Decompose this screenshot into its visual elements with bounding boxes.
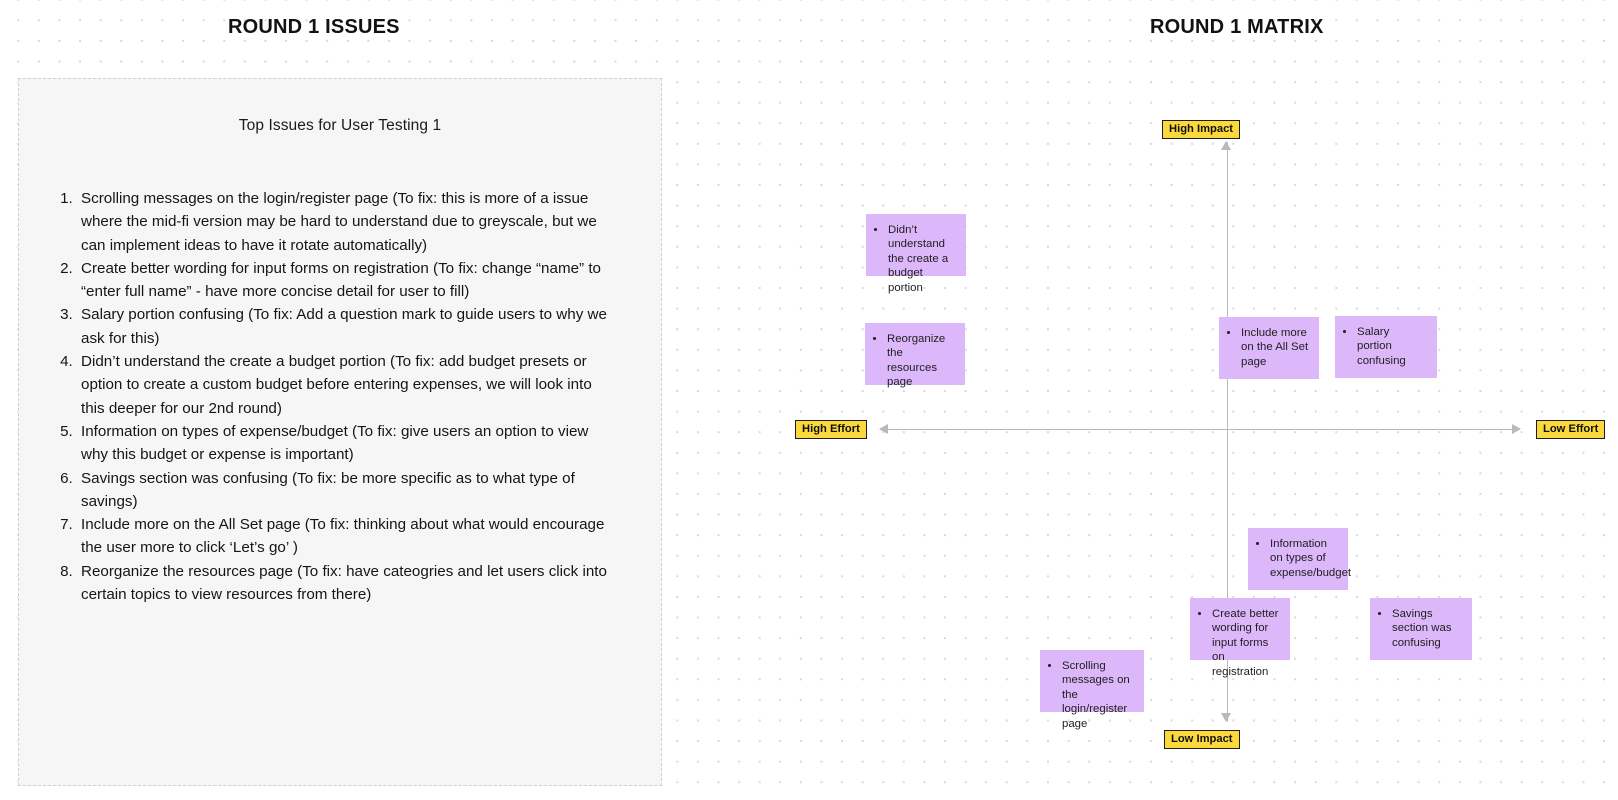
sticky-note[interactable]: Reorganize the resources page — [865, 323, 965, 388]
sticky-note-text: Information on types of expense/budget — [1269, 537, 1351, 580]
sticky-note[interactable]: Information on types of expense/budget — [1248, 528, 1351, 590]
list-item: Information on types of expense/budget (… — [77, 420, 617, 467]
arrow-left-icon — [879, 424, 888, 434]
sticky-note[interactable]: Salary portion confusing — [1335, 316, 1437, 378]
arrow-right-icon — [1512, 424, 1521, 434]
list-item: Scrolling messages on the login/register… — [77, 187, 617, 257]
sticky-note-text: Salary portion confusing — [1356, 325, 1427, 368]
sticky-note[interactable]: Scrolling messages on the login/register… — [1040, 650, 1144, 730]
horizontal-axis-line — [880, 429, 1520, 430]
arrow-up-icon — [1221, 141, 1231, 150]
issues-panel: Top Issues for User Testing 1 Scrolling … — [18, 78, 662, 786]
list-item: Include more on the All Set page (To fix… — [77, 513, 617, 560]
sticky-note-text: Reorganize the resources page — [886, 332, 955, 390]
sticky-note-text: Include more on the All Set page — [1240, 326, 1309, 369]
issues-list: Scrolling messages on the login/register… — [77, 187, 617, 606]
axis-label-high-impact: High Impact — [1162, 120, 1241, 139]
axis-label-low-impact: Low Impact — [1164, 730, 1240, 749]
axis-label-high-effort: High Effort — [795, 420, 867, 439]
sticky-note-text: Savings section was confusing — [1391, 607, 1462, 650]
list-item: Didn’t understand the create a budget po… — [77, 350, 617, 420]
list-item: Savings section was confusing (To fix: b… — [77, 467, 617, 514]
sticky-note-text: Create better wording for input forms on… — [1211, 607, 1280, 679]
list-item: Salary portion confusing (To fix: Add a … — [77, 303, 617, 350]
sticky-note-text: Didn’t understand the create a budget po… — [887, 223, 956, 295]
sticky-note[interactable]: Didn’t understand the create a budget po… — [866, 214, 966, 294]
axis-label-low-effort: Low Effort — [1536, 420, 1606, 439]
sticky-note[interactable]: Create better wording for input forms on… — [1190, 598, 1290, 678]
sticky-note[interactable]: Include more on the All Set page — [1219, 317, 1319, 379]
vertical-axis-line — [1227, 142, 1228, 722]
sticky-note-text: Scrolling messages on the login/register… — [1061, 659, 1134, 731]
sticky-note[interactable]: Savings section was confusing — [1370, 598, 1472, 660]
list-item: Create better wording for input forms on… — [77, 257, 617, 304]
impact-effort-matrix: High Impact Low Impact High Effort Low E… — [700, 0, 1618, 800]
page-title-issues: ROUND 1 ISSUES — [228, 16, 400, 38]
issues-panel-heading: Top Issues for User Testing 1 — [238, 117, 442, 134]
page-title-matrix: ROUND 1 MATRIX — [1150, 16, 1324, 38]
arrow-down-icon — [1221, 713, 1231, 722]
list-item: Reorganize the resources page (To fix: h… — [77, 560, 617, 607]
